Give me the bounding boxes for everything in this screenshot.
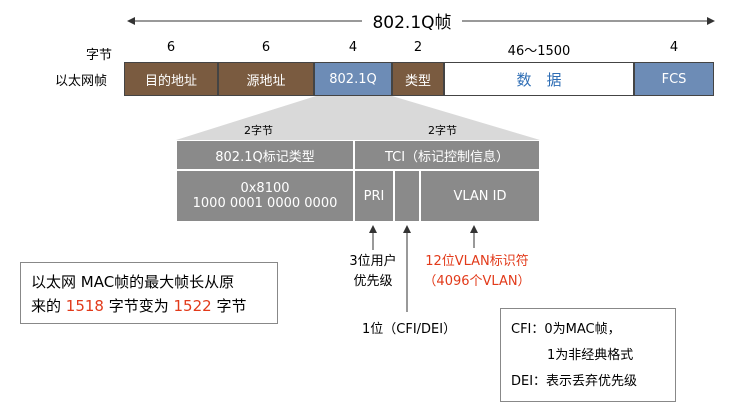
- pri-annotation: 3位用户 优先级: [349, 254, 397, 289]
- field-data: 数 据: [444, 62, 634, 96]
- field-bytes: 6: [166, 40, 176, 55]
- note-box: 以太网 MAC帧的最大帧长从原 来的 1518 字节变为 1522 字节: [20, 262, 278, 324]
- legend-dei: DEI：表示丢弃优先级: [511, 374, 638, 389]
- tpid-hex: 0x8100: [240, 181, 290, 196]
- legend-cfi-2: 1为非经典格式: [547, 348, 634, 363]
- vlan-annotation: 12位VLAN标识符 （4096个VLAN）: [423, 254, 531, 289]
- legend-cfi-1: CFI：0为MAC帧，: [511, 322, 621, 337]
- tci-bytes: 2字节: [428, 124, 457, 137]
- vlan-id-field: VLAN ID: [420, 170, 540, 222]
- pri-field: PRI: [354, 170, 394, 222]
- field-fcs: FCS: [634, 62, 714, 96]
- new-max-len: 1522: [173, 297, 212, 315]
- tpid-bytes: 2字节: [244, 124, 273, 137]
- frame-label: 以太网帧: [55, 74, 108, 89]
- field-bytes: 4: [669, 40, 679, 55]
- cfi-annotation: 1位（CFI/DEI）: [362, 322, 457, 337]
- field-src-addr: 源地址: [218, 62, 314, 96]
- bytes-label: 字节: [86, 48, 113, 63]
- field-bytes: 6: [261, 40, 271, 55]
- tpid-header: 802.1Q标记类型: [176, 140, 354, 170]
- frame-title: 802.1Q帧: [362, 8, 462, 33]
- field-bytes: 4: [348, 40, 358, 55]
- tci-header: TCI（标记控制信息）: [354, 140, 540, 170]
- field-type: 类型: [392, 62, 444, 96]
- field-bytes: 2: [413, 40, 423, 55]
- old-max-len: 1518: [65, 297, 104, 315]
- field-bytes: 46～1500: [507, 44, 571, 59]
- field-8021q: 802.1Q: [314, 62, 392, 96]
- tpid-value: 0x8100 1000 0001 0000 0000: [176, 170, 354, 222]
- cfi-field: [394, 170, 420, 222]
- tpid-bin: 1000 0001 0000 0000: [192, 196, 338, 211]
- legend-box: CFI：0为MAC帧， 1为非经典格式 DEI：表示丢弃优先级: [500, 308, 676, 402]
- field-dest-addr: 目的地址: [124, 62, 218, 96]
